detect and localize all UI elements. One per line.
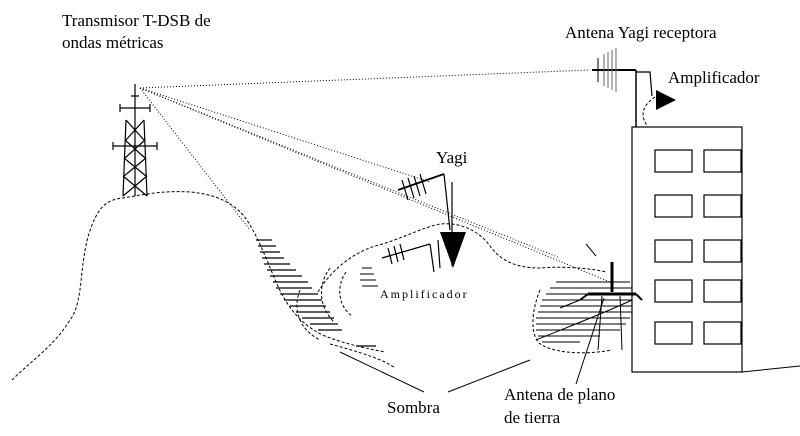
ray-to-rooftop <box>139 69 591 89</box>
right-ground-line <box>741 365 800 373</box>
ray-to-valley-2 <box>139 87 561 259</box>
ray-to-valley-1 <box>139 87 611 283</box>
ground-plane-label-line2: de tierra <box>504 408 561 427</box>
middle-hill <box>317 223 607 293</box>
shadow-hatching-left <box>256 239 376 347</box>
terrain <box>11 96 656 381</box>
shadow-hatching-right <box>536 281 632 343</box>
building <box>631 126 743 373</box>
building-ground <box>535 299 633 341</box>
transmitter-hill <box>11 191 386 381</box>
amplifier-top-label: Amplificador <box>668 68 760 87</box>
transmitter-tower <box>112 84 158 197</box>
small-yagi-antenna <box>381 239 441 273</box>
yagi-label: Yagi <box>436 148 468 167</box>
middle-amplifier-icon <box>440 232 466 268</box>
signal-rays <box>139 69 611 283</box>
leader-lines <box>339 297 605 393</box>
shadow-arc-1 <box>320 267 335 323</box>
shadow-hatching-middle <box>360 267 378 287</box>
shadow-arc-3 <box>296 289 321 341</box>
ground-plane-antenna <box>559 243 643 351</box>
shadow-arc-2 <box>339 271 353 317</box>
middle-yagi-antenna <box>397 173 453 266</box>
lower-ground <box>329 343 396 369</box>
transmitter-label-line2: ondas métricas <box>62 33 164 52</box>
receiving-yagi-label: Antena Yagi receptora <box>565 23 717 42</box>
ground-plane-label-line1: Antena de plano <box>504 385 615 404</box>
rooftop-amplifier-icon <box>656 90 676 110</box>
shadow-label: Sombra <box>387 398 440 417</box>
rooftop-yagi-antenna <box>592 48 653 127</box>
ray-to-hill <box>139 87 251 231</box>
transmitter-label-line1: Transmisor T-DSB de <box>62 11 211 30</box>
amplifier-small-label: Amplificador <box>380 287 469 301</box>
ray-to-yagi <box>139 87 431 183</box>
building-body <box>631 126 743 373</box>
